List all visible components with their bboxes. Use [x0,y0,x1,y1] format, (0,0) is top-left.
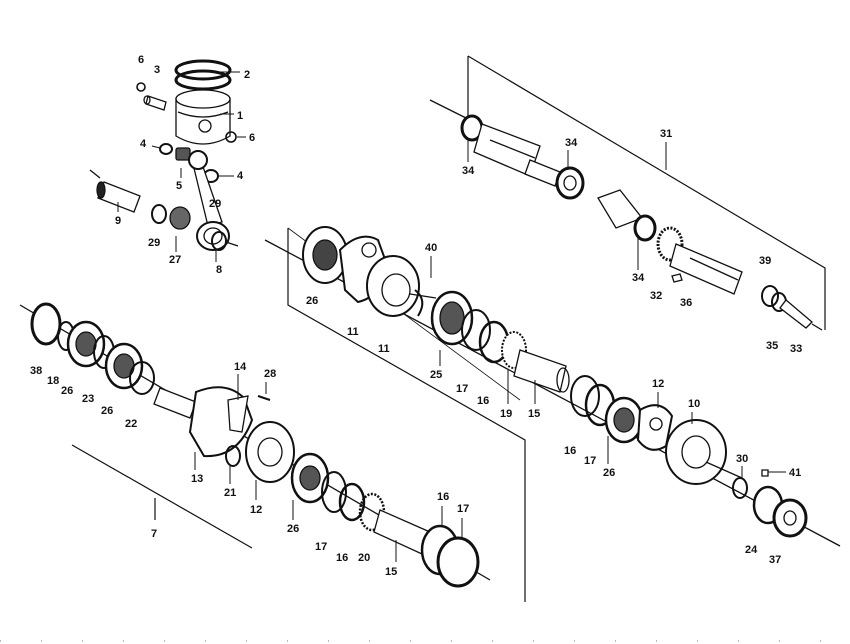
label-35: 35 [766,340,778,352]
label-33: 33 [790,343,802,355]
seal-17d [436,536,480,588]
label-17a: 17 [456,383,468,395]
label-4b: 4 [237,170,244,182]
label-25: 25 [430,369,442,381]
label-8: 8 [216,264,222,276]
leader-lines [117,71,786,562]
rotary-shaft-group [429,99,823,331]
label-31: 31 [660,128,672,140]
label-40: 40 [425,242,437,254]
bearing-34c [633,214,657,242]
label-26b: 26 [603,467,615,479]
label-11b: 11 [378,343,390,355]
label-39: 39 [759,255,771,267]
label-7: 7 [151,528,157,540]
seal-37 [772,498,808,538]
label-26e: 26 [287,523,299,535]
shaft-end-33 [779,299,813,329]
pin-41 [761,469,769,477]
label-34c: 34 [632,272,645,284]
label-29a: 29 [148,237,160,249]
label-29b: 29 [209,198,221,210]
piston-ring-lower [174,69,232,91]
label-3: 3 [154,64,160,76]
right-crank-group [264,226,841,547]
conrod-14 [227,395,249,433]
washer-upper [159,143,173,155]
label-34b: 34 [565,137,578,149]
label-26a: 26 [306,295,318,307]
label-30: 30 [736,453,748,465]
circlip-right [225,131,237,143]
label-6a: 6 [138,54,144,66]
label-14: 14 [234,361,247,373]
piston-ring-upper [174,59,232,81]
label-23: 23 [82,393,94,405]
label-13: 13 [191,473,203,485]
label-36: 36 [680,297,692,309]
label-26d: 26 [101,405,113,417]
label-34a: 34 [462,165,475,177]
label-41: 41 [789,467,801,479]
label-12a: 12 [652,378,664,390]
label-17d: 17 [457,503,469,515]
screw-28 [257,395,271,401]
label-17b: 17 [584,455,596,467]
label-6b: 6 [249,132,255,144]
key-36 [671,273,683,283]
label-16a: 16 [477,395,489,407]
label-22: 22 [125,418,137,430]
label-38: 38 [30,365,42,377]
label-26c: 26 [61,385,73,397]
label-18: 18 [47,375,59,387]
label-10: 10 [688,398,700,410]
label-12b: 12 [250,504,262,516]
label-37: 37 [769,554,781,566]
label-32: 32 [650,290,662,302]
label-15b: 15 [385,566,397,578]
washer-39 [761,285,779,307]
label-11a: 11 [347,326,359,338]
big-end-bearing [169,206,191,230]
small-end-bearing [175,147,191,161]
label-1: 1 [237,110,243,122]
label-21: 21 [224,487,236,499]
part-labels: 6 3 2 1 4 6 5 4 9 29 29 27 8 31 34 34 34… [30,54,802,578]
spacer-15 [513,349,567,393]
label-20: 20 [358,552,370,564]
label-27: 27 [169,254,181,266]
piston-pin [145,95,167,111]
label-4a: 4 [140,138,147,150]
label-24: 24 [745,544,758,556]
label-2: 2 [244,69,250,81]
label-15a: 15 [528,408,540,420]
label-28: 28 [264,368,276,380]
label-5: 5 [176,180,182,192]
circlip-left [136,82,146,92]
label-19: 19 [500,408,512,420]
bearing-34b [555,166,585,200]
left-crank-group [19,302,491,588]
label-16b: 16 [564,445,576,457]
rotary-shaft [669,243,743,295]
label-17c: 17 [315,541,327,553]
piston-group [89,59,239,251]
label-16d: 16 [437,491,449,503]
label-9: 9 [115,215,121,227]
label-16c: 16 [336,552,348,564]
